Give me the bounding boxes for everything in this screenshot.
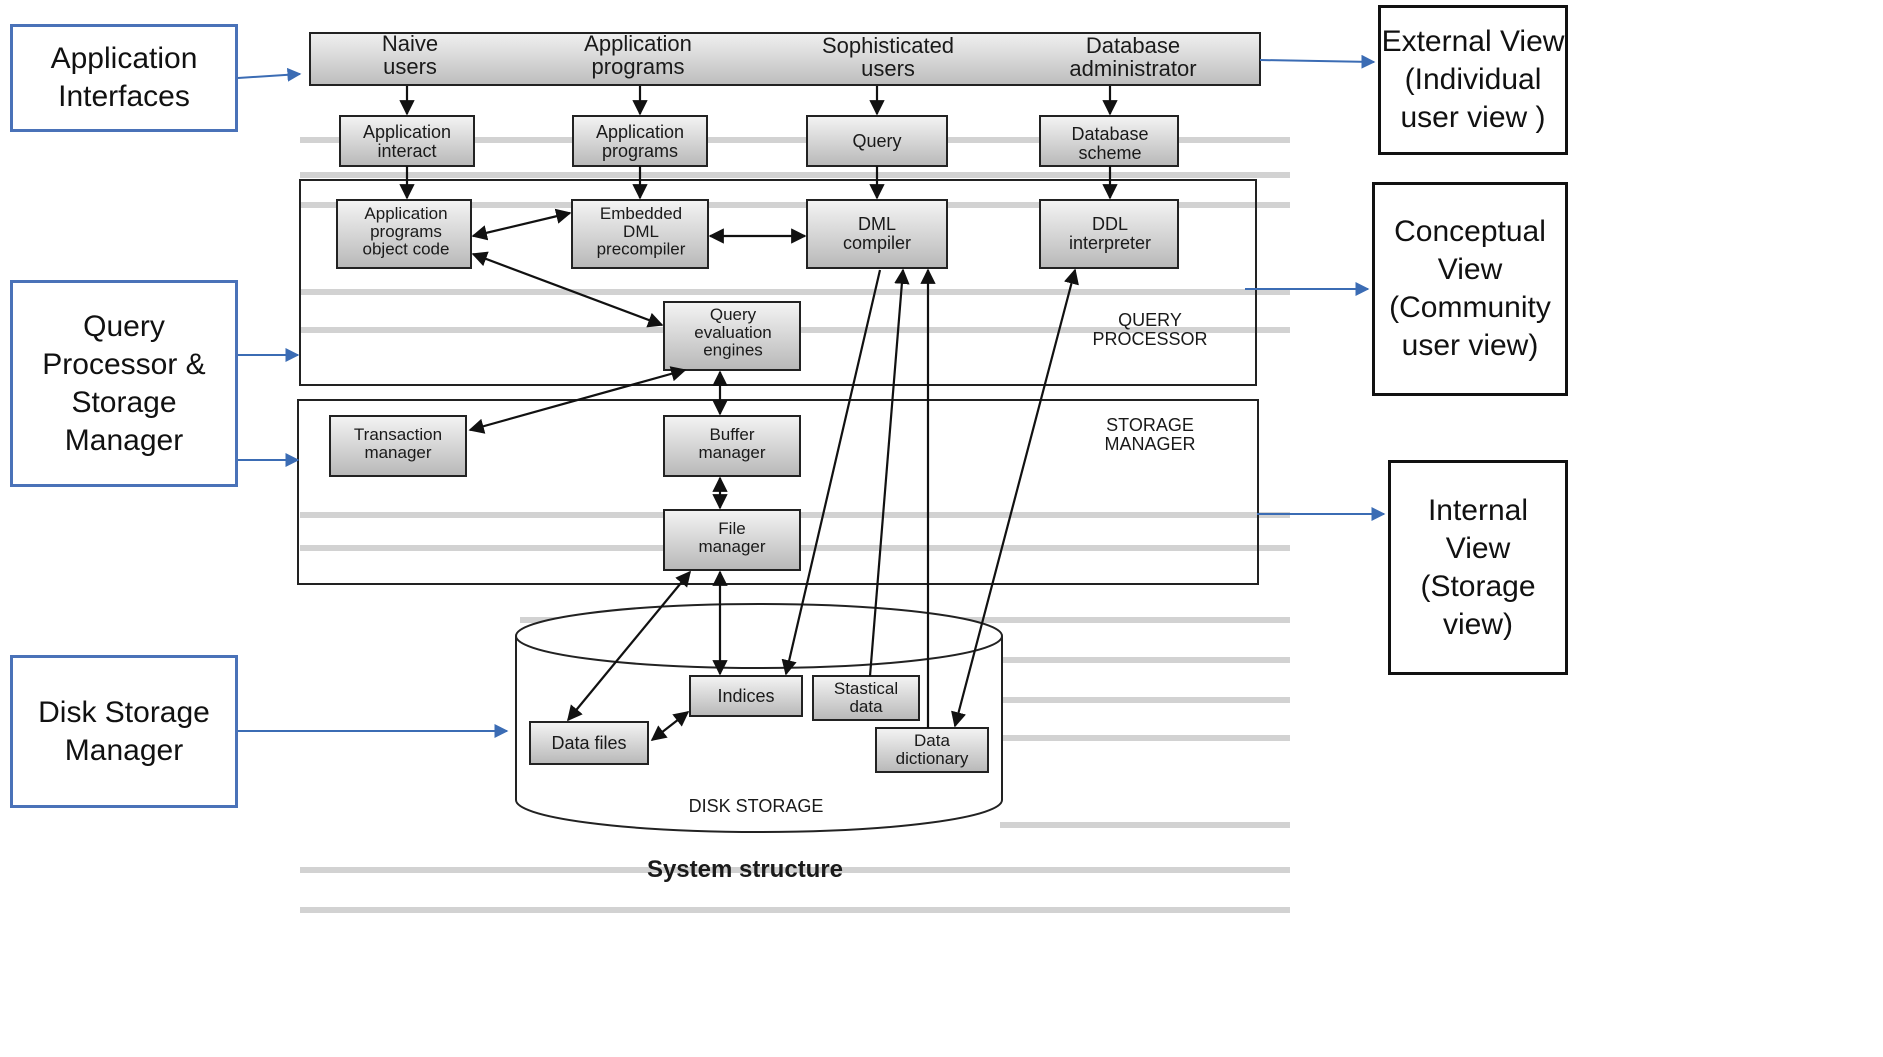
external-view-text: External View (Individual user view ) bbox=[1381, 25, 1565, 134]
users-bar bbox=[309, 32, 1261, 86]
transaction-box bbox=[329, 415, 467, 477]
indices-box bbox=[689, 675, 803, 717]
object-code-box bbox=[336, 199, 472, 269]
application-interfaces-text: Application Interfaces bbox=[50, 42, 198, 113]
buffer-box bbox=[663, 415, 801, 477]
internal-view-text: Internal View (Storage view) bbox=[1420, 493, 1536, 641]
statistical-box bbox=[812, 675, 920, 721]
query-box bbox=[806, 115, 948, 167]
indices-label: Indices bbox=[717, 686, 774, 706]
app-programs-box bbox=[572, 115, 708, 167]
diagram-connectors bbox=[399, 86, 1118, 741]
data-files-box bbox=[529, 721, 649, 765]
dictionary-box bbox=[875, 727, 989, 773]
query-processor-storage-callout: Query Processor & Storage Manager bbox=[10, 280, 238, 487]
application-interfaces-callout: Application Interfaces bbox=[10, 24, 238, 132]
query-processor-storage-text: Query Processor & Storage Manager bbox=[42, 309, 206, 457]
query-eval-box bbox=[663, 301, 801, 371]
ddl-interpreter-box bbox=[1039, 199, 1179, 269]
conceptual-view-box: Conceptual View (Community user view) bbox=[1372, 182, 1568, 396]
disk-storage-manager-text: Disk Storage Manager bbox=[38, 695, 210, 767]
disk-storage-title: DISK STORAGE bbox=[689, 796, 824, 816]
diagram-caption: System structure bbox=[647, 856, 843, 883]
dml-compiler-box bbox=[806, 199, 948, 269]
storage-manager-region bbox=[297, 399, 1259, 585]
app-interact-box bbox=[339, 115, 475, 167]
callout-arrows bbox=[237, 54, 1386, 738]
external-view-box: External View (Individual user view ) bbox=[1378, 5, 1568, 155]
internal-view-box: Internal View (Storage view) bbox=[1388, 460, 1568, 675]
query-processor-region bbox=[299, 179, 1257, 386]
conceptual-view-text: Conceptual View (Community user view) bbox=[1389, 215, 1551, 362]
disk-storage-manager-callout: Disk Storage Manager bbox=[10, 655, 238, 808]
query-label: Query bbox=[852, 131, 901, 151]
data-files-label: Data files bbox=[551, 733, 626, 753]
file-box bbox=[663, 509, 801, 571]
